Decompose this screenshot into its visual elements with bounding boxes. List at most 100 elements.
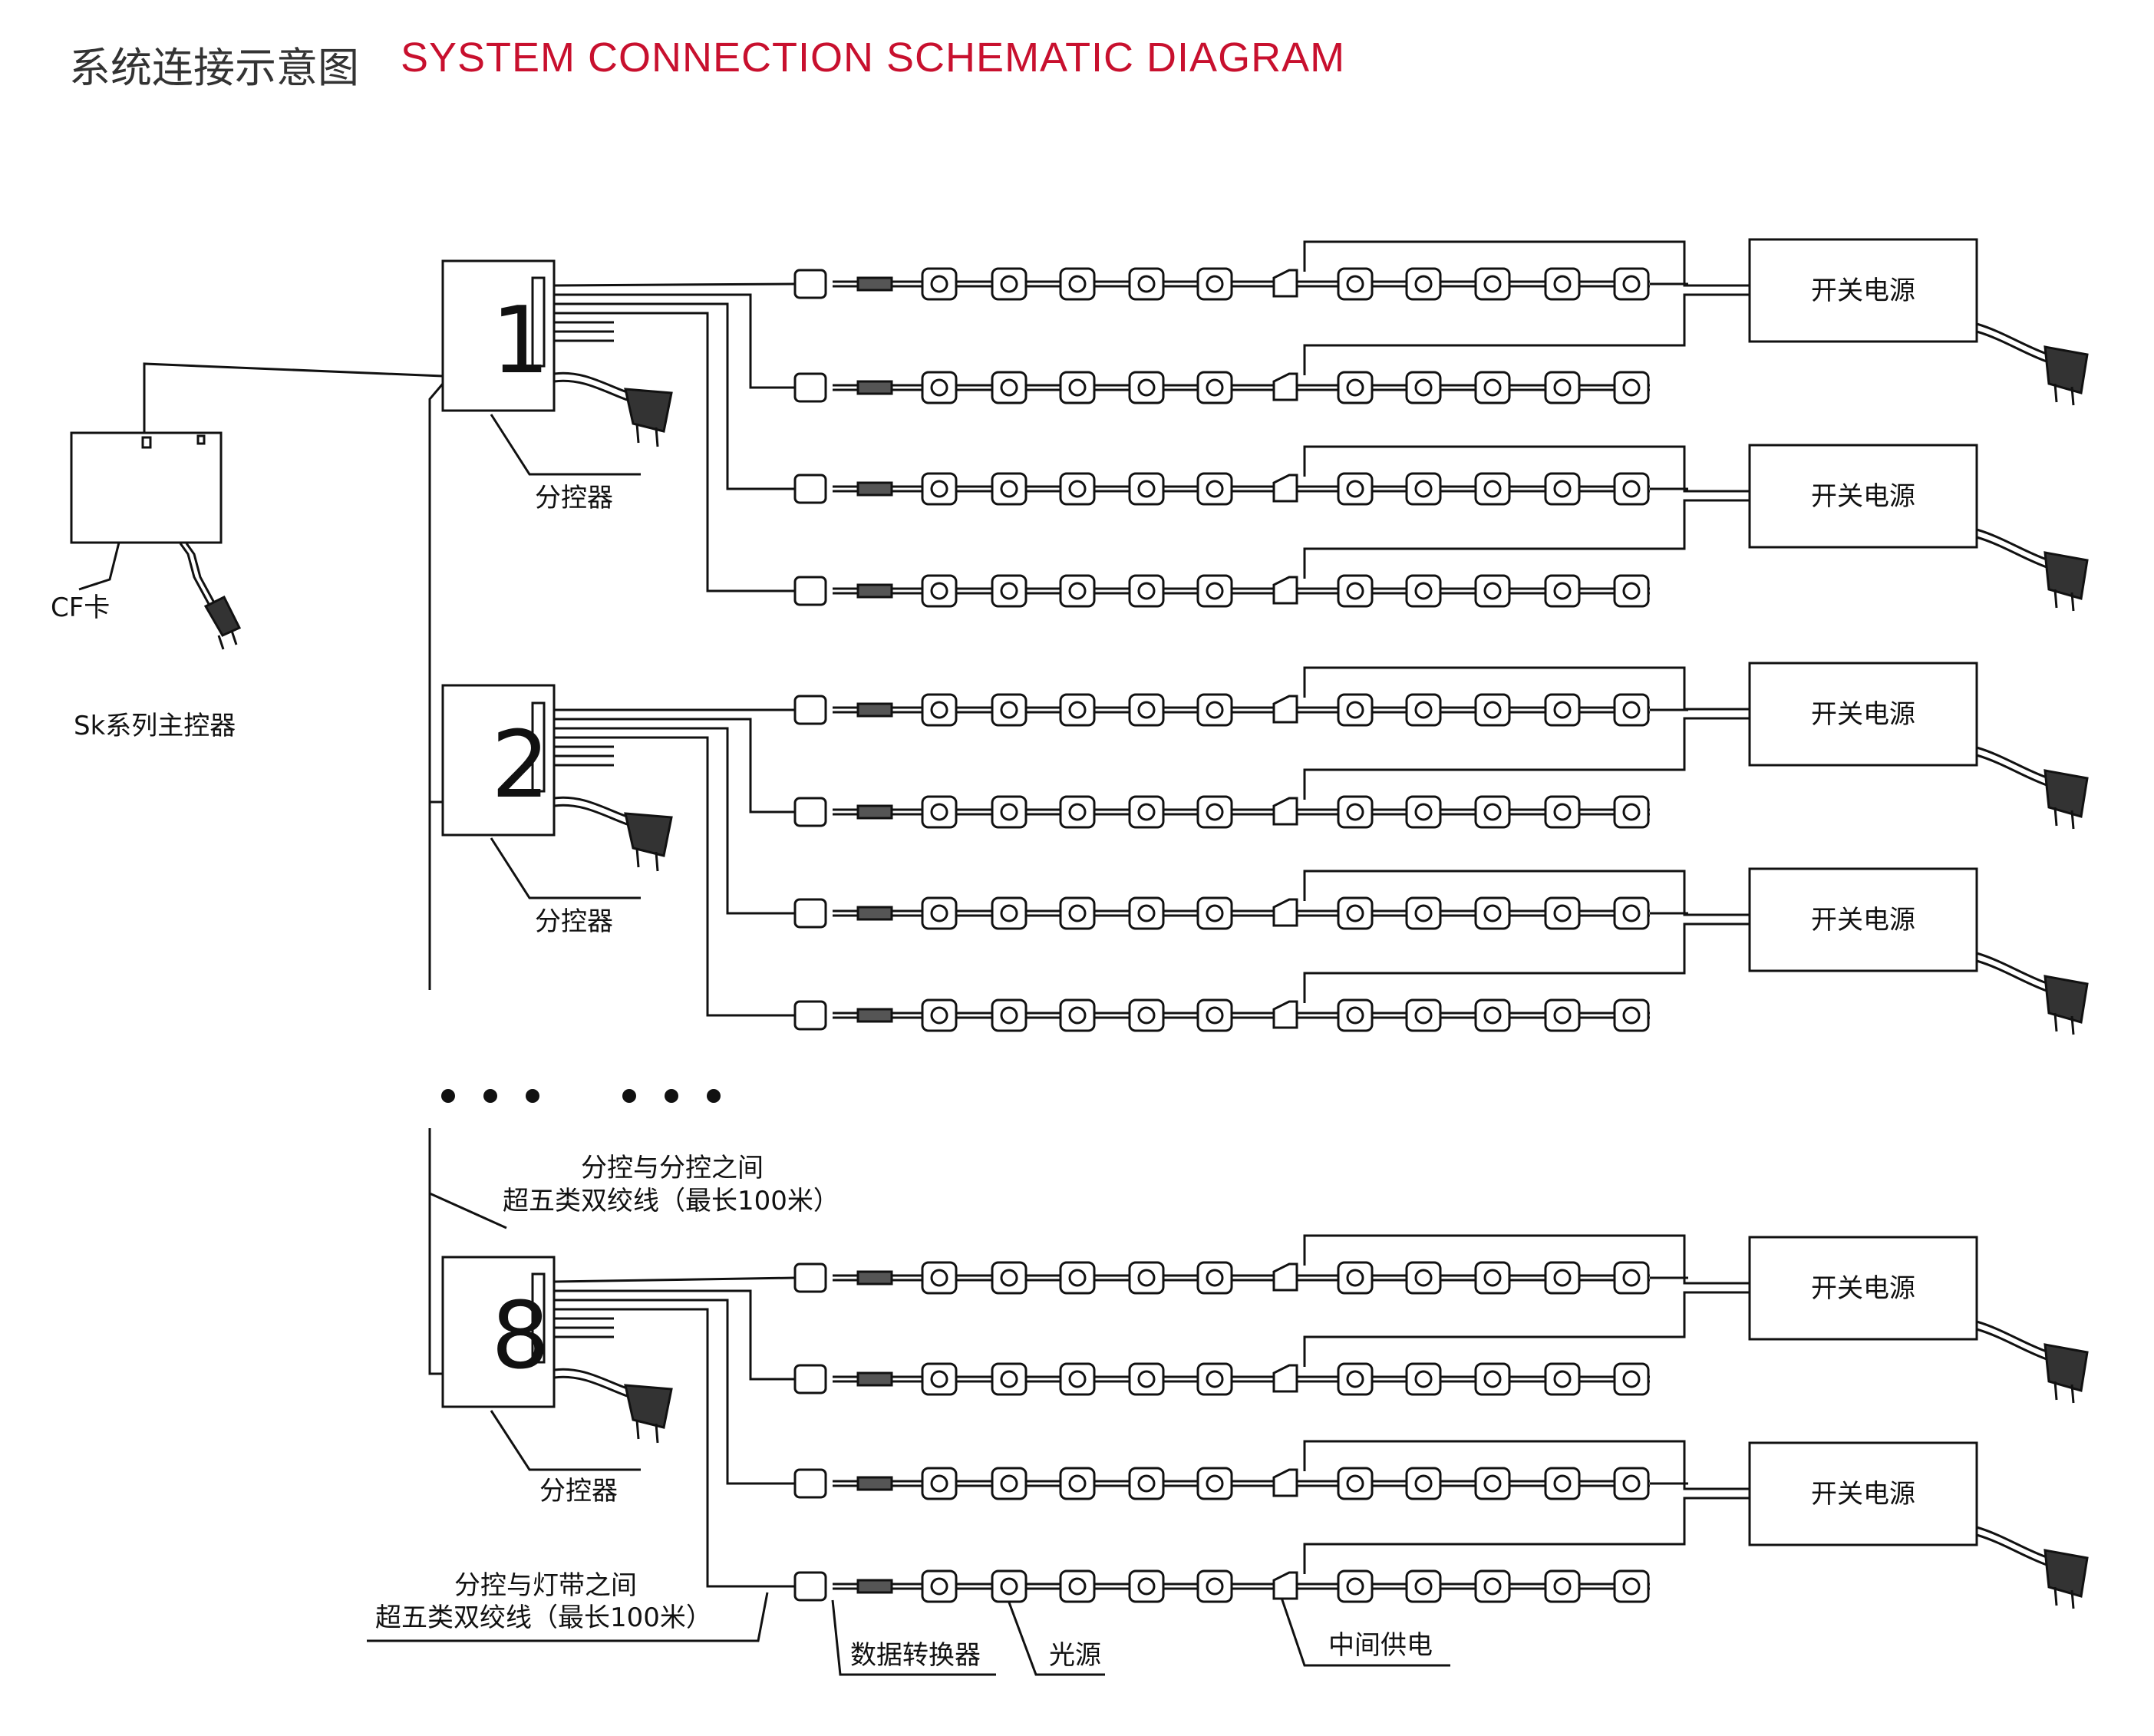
led-lens [930,1370,948,1388]
led-module [1544,574,1581,608]
led-strip [793,675,1650,727]
led-module [1128,574,1165,608]
led-lens [1068,1006,1087,1025]
power-supply-label: 开关电源 [1811,699,1915,730]
data-converter [793,1364,827,1394]
led-module [1405,574,1442,608]
led-module [1405,267,1442,301]
led-lens [1553,803,1572,821]
led-lens [1206,480,1224,498]
power-supply-box [1748,1441,1978,1546]
led-lens [1483,480,1502,498]
led-module [921,998,958,1032]
led-module [1196,267,1233,301]
led-strip [793,1243,1650,1295]
led-module [1128,998,1165,1032]
sub-controller-number-2: 2 [491,712,549,819]
main-controller-label: Sk系列主控器 [74,711,236,741]
led-lens [1206,1269,1224,1287]
led-lens [1483,1269,1502,1287]
power-supply-label: 开关电源 [1811,1273,1915,1304]
led-strip [793,1551,1650,1603]
led-lens [1000,701,1018,719]
led-module [1059,998,1096,1032]
led-lens [1622,378,1641,397]
led-module [1613,267,1650,301]
connector [856,481,893,497]
led-lens [1346,1370,1364,1388]
note-light-source: 光源 [1049,1640,1101,1671]
led-lens [1553,275,1572,293]
connector [856,276,893,292]
connector [856,1579,893,1594]
led-lens [1483,275,1502,293]
connector [856,1270,893,1285]
data-line [553,282,796,287]
power-supply-box [1748,1236,1978,1341]
plug-icon [2043,975,2089,1024]
led-lens [1622,275,1641,293]
led-lens [1068,701,1087,719]
led-lens [1414,803,1433,821]
led-lens [1000,904,1018,922]
led-lens [1414,480,1433,498]
plug-icon [2043,551,2089,600]
plug-icon [2043,345,2089,394]
led-lens [1553,1577,1572,1596]
led-module [1337,896,1374,930]
power-supply-box [1748,867,1978,972]
led-module [1059,1467,1096,1500]
led-lens [1553,480,1572,498]
led-module [1059,795,1096,829]
led-module [1128,1467,1165,1500]
led-module [921,1569,958,1603]
data-line [554,1299,795,1485]
mid-power-injector [1272,898,1298,927]
data-line [554,312,795,592]
note-controller-strip-line1: 分控与灯带之间 [454,1570,637,1601]
data-line [554,293,795,389]
led-lens [1137,803,1156,821]
power-supply-label: 开关电源 [1811,1479,1915,1510]
title-en: SYSTEM CONNECTION SCHEMATIC DIAGRAM [401,35,1346,81]
led-lens [930,904,948,922]
led-lens [1346,701,1364,719]
led-module [1337,1569,1374,1603]
led-lens [1137,1269,1156,1287]
led-lens [1483,803,1502,821]
led-module [1544,472,1581,506]
led-lens [1553,1474,1572,1493]
led-module [1196,1569,1233,1603]
led-strip [793,1448,1650,1500]
led-module [1128,1362,1165,1396]
led-module [1405,693,1442,727]
led-lens [1068,582,1087,600]
led-module [991,1569,1028,1603]
title-cn: 系统连接示意图 [69,44,359,92]
sub-controller-number-1: 1 [491,288,549,394]
led-module [1613,795,1650,829]
data-converter [793,797,827,827]
led-module [1405,1569,1442,1603]
led-module [1613,574,1650,608]
led-lens [1553,904,1572,922]
sub-controller-label-1: 分控器 [535,483,613,513]
led-module [1128,795,1165,829]
led-strip [793,777,1650,829]
led-module [1128,1569,1165,1603]
led-module [1059,896,1096,930]
led-module [921,896,958,930]
led-lens [1137,378,1156,397]
led-lens [1137,582,1156,600]
led-lens [1483,1006,1502,1025]
led-module [1337,1467,1374,1500]
led-lens [1000,1474,1018,1493]
led-module [921,574,958,608]
led-lens [1483,1577,1502,1596]
led-lens [1206,275,1224,293]
led-lens [1137,1474,1156,1493]
led-lens [1206,582,1224,600]
led-module [1196,574,1233,608]
data-converter [793,898,827,929]
mid-power-injector [1272,1364,1298,1393]
